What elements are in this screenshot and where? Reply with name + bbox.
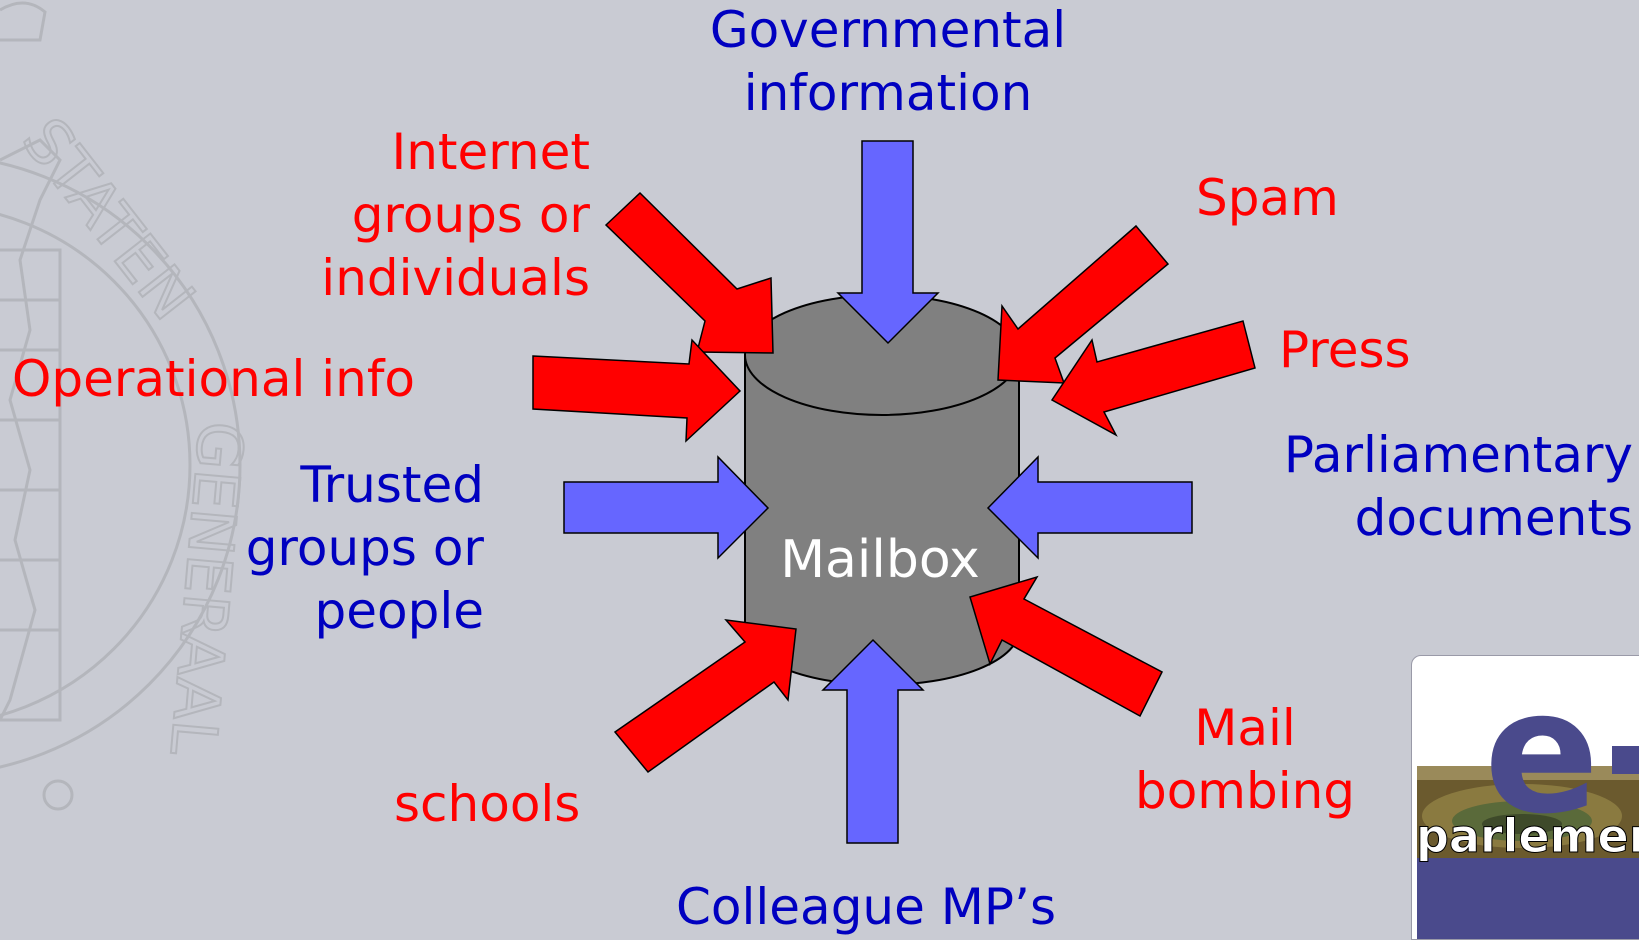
svg-text:GENERAAL: GENERAAL <box>156 419 258 759</box>
red-arrow-schools <box>613 619 797 774</box>
red-arrow-internet <box>604 191 774 354</box>
label-schools: schools <box>394 775 581 833</box>
logo-letter: e <box>1484 656 1599 852</box>
assembly-photo <box>1417 766 1639 858</box>
red-arrow-mailbombing <box>969 575 1163 718</box>
label-internet-groups: Internet groups or individuals <box>321 123 590 307</box>
e-parlement-logo: e parlement <box>1411 655 1639 940</box>
label-colleague-mps: Colleague MP’s <box>676 878 1057 936</box>
label-parliamentary-documents: Parliamentary documents <box>1283 426 1633 547</box>
label-spam: Spam <box>1196 169 1339 227</box>
label-press: Press <box>1279 321 1411 379</box>
mailbox-label: Mailbox <box>780 530 980 590</box>
label-mail-bombing: Mail bombing <box>1134 699 1356 820</box>
blue-arrow-governmental <box>836 140 940 345</box>
red-arrow-press <box>1050 320 1256 437</box>
logo-graphic: e parlement <box>1416 656 1639 939</box>
red-arrow-operational <box>532 338 742 443</box>
red-arrow-spam <box>997 224 1170 384</box>
blue-arrow-parliamentary <box>986 455 1193 560</box>
blue-arrow-colleague <box>821 638 925 844</box>
logo-text: parlement <box>1416 809 1639 863</box>
label-operational-info: Operational info <box>12 350 416 408</box>
mailbox-cylinder <box>744 294 1020 686</box>
blue-arrow-trusted <box>563 455 770 560</box>
label-governmental-information: Governmental information <box>709 1 1067 122</box>
label-trusted-groups: Trusted groups or people <box>245 456 484 640</box>
